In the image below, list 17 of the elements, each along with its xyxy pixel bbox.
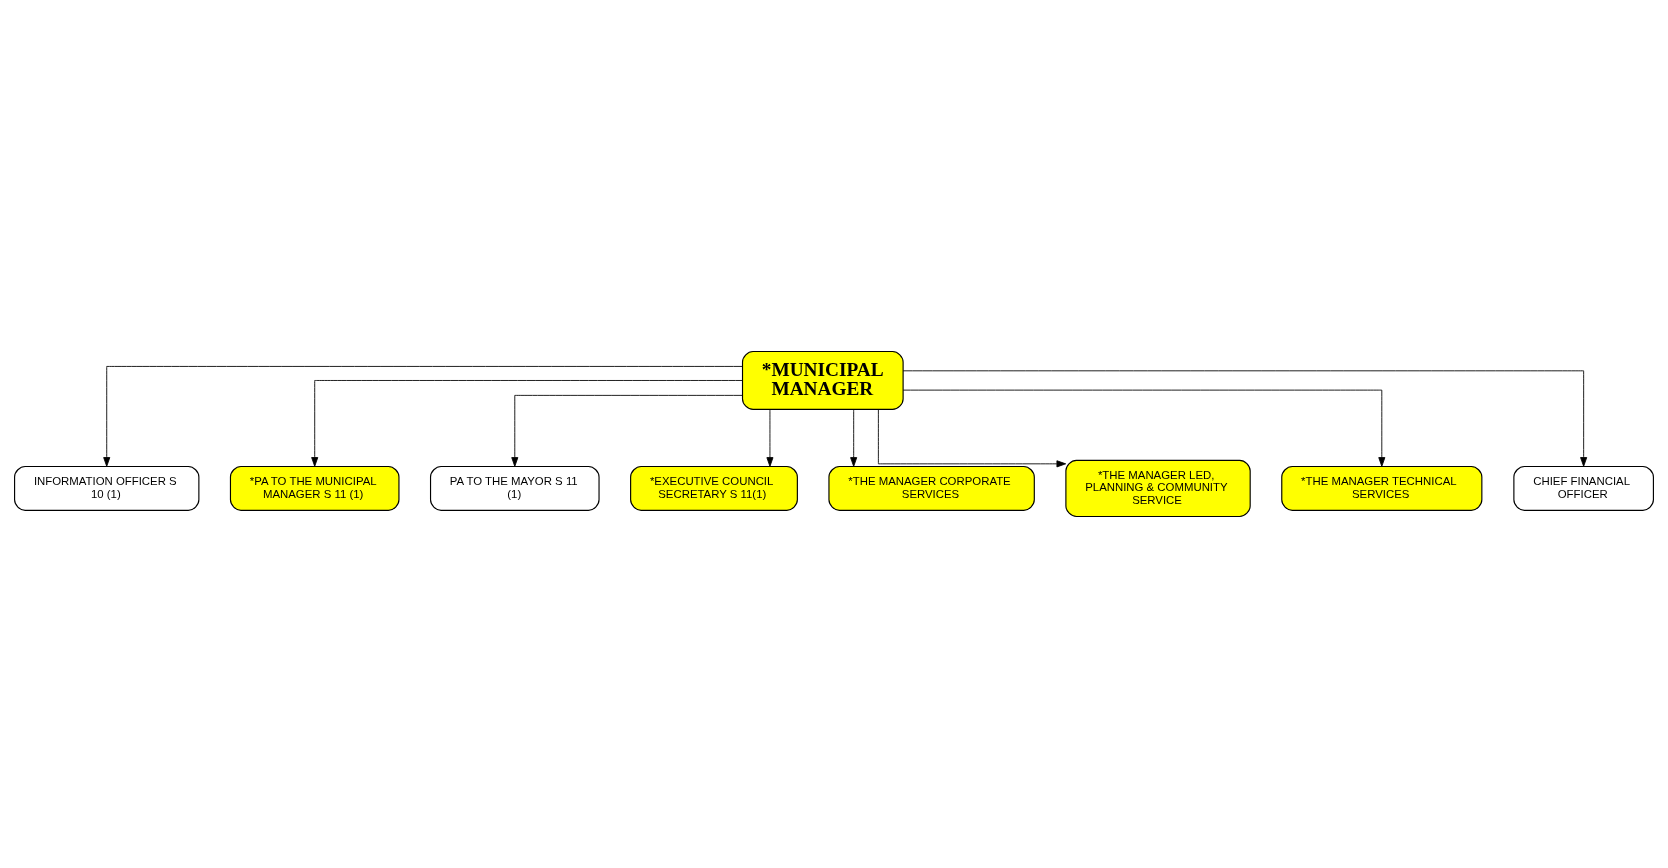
node-box: INFORMATION OFFICER S 10 (1) [14, 465, 200, 511]
arrow [902, 370, 1588, 467]
arrow [766, 409, 774, 467]
node-box: PA TO THE MAYOR S 11 (1) [430, 465, 600, 511]
node-box: *MUNICIPAL MANAGER [741, 350, 904, 410]
node-box: *EXECUTIVE COUNCIL SECRETARY S 11(1) [630, 465, 798, 511]
arrow [902, 389, 1386, 467]
arrow [877, 409, 1067, 468]
node-box: *PA TO THE MUNICIPAL MANAGER S 11 (1) [229, 465, 400, 511]
node-box: CHIEF FINANCIAL OFFICER [1513, 465, 1654, 511]
node-box: *THE MANAGER LED, PLANNING & COMMUNITY SERVICE [1065, 459, 1251, 518]
arrow [850, 409, 858, 467]
node-box: *THE MANAGER CORPORATE SERVICES [828, 465, 1035, 511]
arrow [311, 380, 743, 467]
arrow [511, 394, 743, 467]
node-box: *THE MANAGER TECHNICAL SERVICES [1281, 465, 1483, 511]
arrow [103, 366, 743, 467]
